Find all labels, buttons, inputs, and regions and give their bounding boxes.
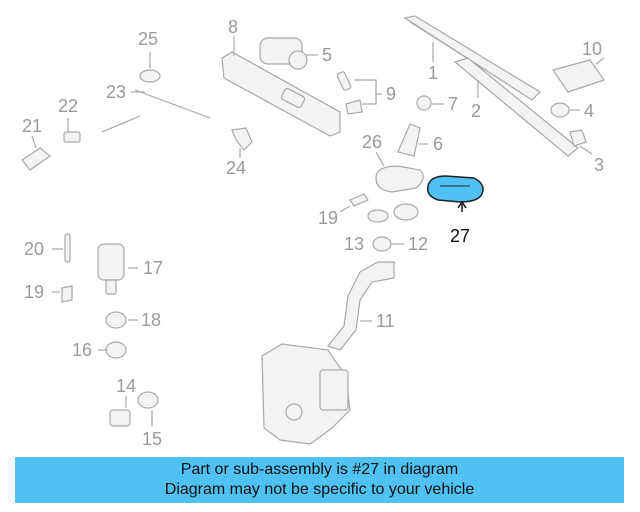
wiper-arm-1 bbox=[403, 15, 541, 101]
cover-10 bbox=[552, 57, 605, 93]
washer-reservoir bbox=[261, 343, 351, 445]
filler-neck-11 bbox=[326, 261, 395, 351]
seal-15 bbox=[137, 391, 159, 426]
callout-27-highlighted: 27 bbox=[450, 226, 470, 246]
callout-1: 1 bbox=[428, 63, 438, 83]
grommet-16 bbox=[98, 341, 127, 359]
banner-line-2: Diagram may not be specific to your vehi… bbox=[164, 481, 475, 498]
callout-14: 14 bbox=[116, 376, 136, 396]
hose-19-upper bbox=[339, 193, 369, 213]
nut-3 bbox=[569, 129, 593, 155]
cap-4 bbox=[550, 102, 580, 118]
info-banner: Part or sub-assembly is #27 in diagram D… bbox=[15, 457, 624, 503]
callout-3: 3 bbox=[594, 155, 604, 175]
callout-6: 6 bbox=[433, 134, 443, 154]
clip-13 bbox=[367, 209, 389, 223]
callout-11: 11 bbox=[376, 311, 395, 331]
banner-line-1: Part or sub-assembly is #27 in diagram bbox=[180, 461, 459, 478]
callout-19-lower: 19 bbox=[24, 282, 44, 302]
callout-16: 16 bbox=[72, 340, 92, 360]
callout-24: 24 bbox=[226, 158, 246, 178]
callout-10: 10 bbox=[582, 39, 602, 59]
callout-20: 20 bbox=[24, 239, 44, 259]
seal-12 bbox=[372, 236, 404, 252]
parts-diagram: 1 2 3 4 5 6 7 8 9 10 11 12 13 14 15 16 1… bbox=[21, 15, 605, 449]
callout-5: 5 bbox=[322, 45, 332, 65]
callout-4: 4 bbox=[584, 101, 594, 121]
bolt-9 bbox=[336, 71, 382, 115]
wiper-motor-5 bbox=[259, 37, 318, 70]
sensor-14 bbox=[109, 396, 131, 427]
callout-21: 21 bbox=[22, 116, 42, 136]
callout-26: 26 bbox=[362, 132, 382, 152]
cover-26 bbox=[375, 151, 424, 193]
callout-18: 18 bbox=[141, 310, 161, 330]
grommet-7 bbox=[416, 95, 444, 111]
callout-15: 15 bbox=[142, 429, 162, 449]
callout-25: 25 bbox=[138, 29, 158, 49]
wiper-linkage-8 bbox=[221, 36, 341, 137]
callout-2: 2 bbox=[471, 101, 481, 121]
callout-23: 23 bbox=[106, 82, 126, 102]
part-27-highlighted bbox=[426, 175, 484, 212]
bracket-6 bbox=[397, 123, 428, 157]
callout-12: 12 bbox=[408, 234, 428, 254]
callout-9: 9 bbox=[386, 84, 396, 104]
pump-17 bbox=[97, 243, 138, 295]
callout-8: 8 bbox=[228, 17, 238, 37]
tube-20 bbox=[52, 233, 71, 263]
callout-22: 22 bbox=[58, 96, 78, 116]
callout-19-upper: 19 bbox=[318, 208, 338, 228]
connector-19-lower bbox=[52, 285, 73, 303]
wiper-arm-2 bbox=[453, 57, 579, 157]
connector-24 bbox=[231, 127, 253, 158]
ring-hose bbox=[393, 203, 419, 221]
part-25 bbox=[139, 52, 161, 83]
callout-7: 7 bbox=[448, 94, 458, 114]
washer-rod-23 bbox=[101, 89, 211, 133]
callout-13: 13 bbox=[344, 234, 364, 254]
callout-17: 17 bbox=[143, 258, 163, 278]
grommet-18 bbox=[105, 311, 138, 329]
nozzle-21 bbox=[21, 135, 52, 171]
nozzle-22 bbox=[63, 118, 81, 143]
